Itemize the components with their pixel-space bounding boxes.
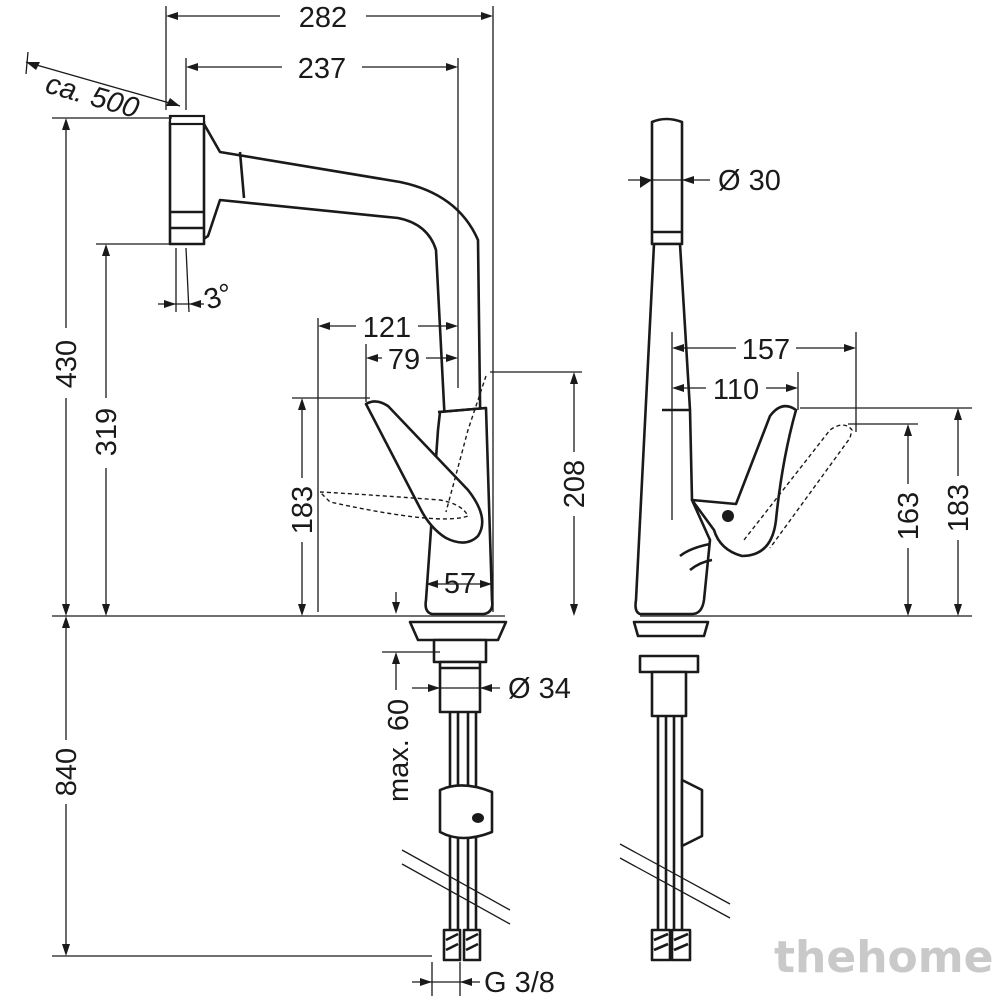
side-mounting-ring: [638, 654, 700, 674]
section-hatch-1: [401, 849, 511, 911]
dim-label-57: 57: [444, 568, 476, 600]
side-base-plate: [632, 620, 710, 638]
dim-label-angle: 3°: [200, 278, 236, 317]
hose-fitting-left: [442, 928, 462, 962]
dim-label-430: 430: [51, 340, 83, 388]
dim-label-183-side: 183: [943, 484, 975, 532]
dim-label-d30: Ø 30: [718, 165, 781, 197]
side-spout-column: [634, 242, 712, 616]
dim-label-d34: Ø 34: [508, 673, 571, 705]
side-view: Ø 30 157 110 163 183: [619, 117, 975, 962]
side-mounting-shank: [650, 670, 688, 718]
mounting-ring: [432, 638, 488, 664]
side-lever: [690, 404, 798, 558]
lever: [364, 400, 484, 544]
dim-label-157: 157: [742, 334, 790, 366]
lever-alt-position-low: [318, 491, 469, 520]
side-lever-alt-position: [743, 424, 853, 549]
dim-label-163: 163: [893, 492, 925, 540]
dim-label-max60: max. 60: [383, 699, 415, 802]
side-fitting-right: [670, 928, 692, 962]
dim-label-840: 840: [51, 748, 83, 796]
dim-line-pullout: [25, 61, 181, 107]
dim-label-183-front: 183: [287, 486, 319, 534]
side-hoses: [656, 716, 684, 960]
spout-joint: [238, 151, 246, 199]
section-hatch-2: [401, 863, 511, 925]
dim-label-282: 282: [299, 2, 347, 34]
lever-alt-position-high: [445, 375, 487, 513]
spray-head: [168, 120, 206, 246]
dim-label-thread: G 3/8: [484, 967, 555, 999]
side-spray-head: [650, 117, 684, 246]
dim-label-237: 237: [298, 53, 346, 85]
dim-label-121: 121: [363, 312, 411, 344]
mounting-shank: [438, 660, 482, 714]
hose-valve: [438, 784, 494, 840]
dim-label-110: 110: [713, 374, 759, 406]
dim-label-79: 79: [388, 344, 420, 376]
dim-label-208: 208: [559, 460, 591, 508]
side-section-hatch-2: [619, 857, 731, 919]
side-hose-valve: [680, 778, 704, 848]
side-fitting-left: [650, 928, 672, 962]
hose-fitting-right: [462, 928, 482, 962]
dim-label-319: 319: [91, 408, 123, 456]
dim-label-pullout: ca. 500: [42, 68, 142, 125]
base-plate: [408, 620, 508, 642]
watermark-logo: thehome: [774, 932, 993, 983]
side-section-hatch-1: [619, 843, 731, 905]
front-view: 282 237 ca. 500 430 319 3: [25, 2, 591, 999]
